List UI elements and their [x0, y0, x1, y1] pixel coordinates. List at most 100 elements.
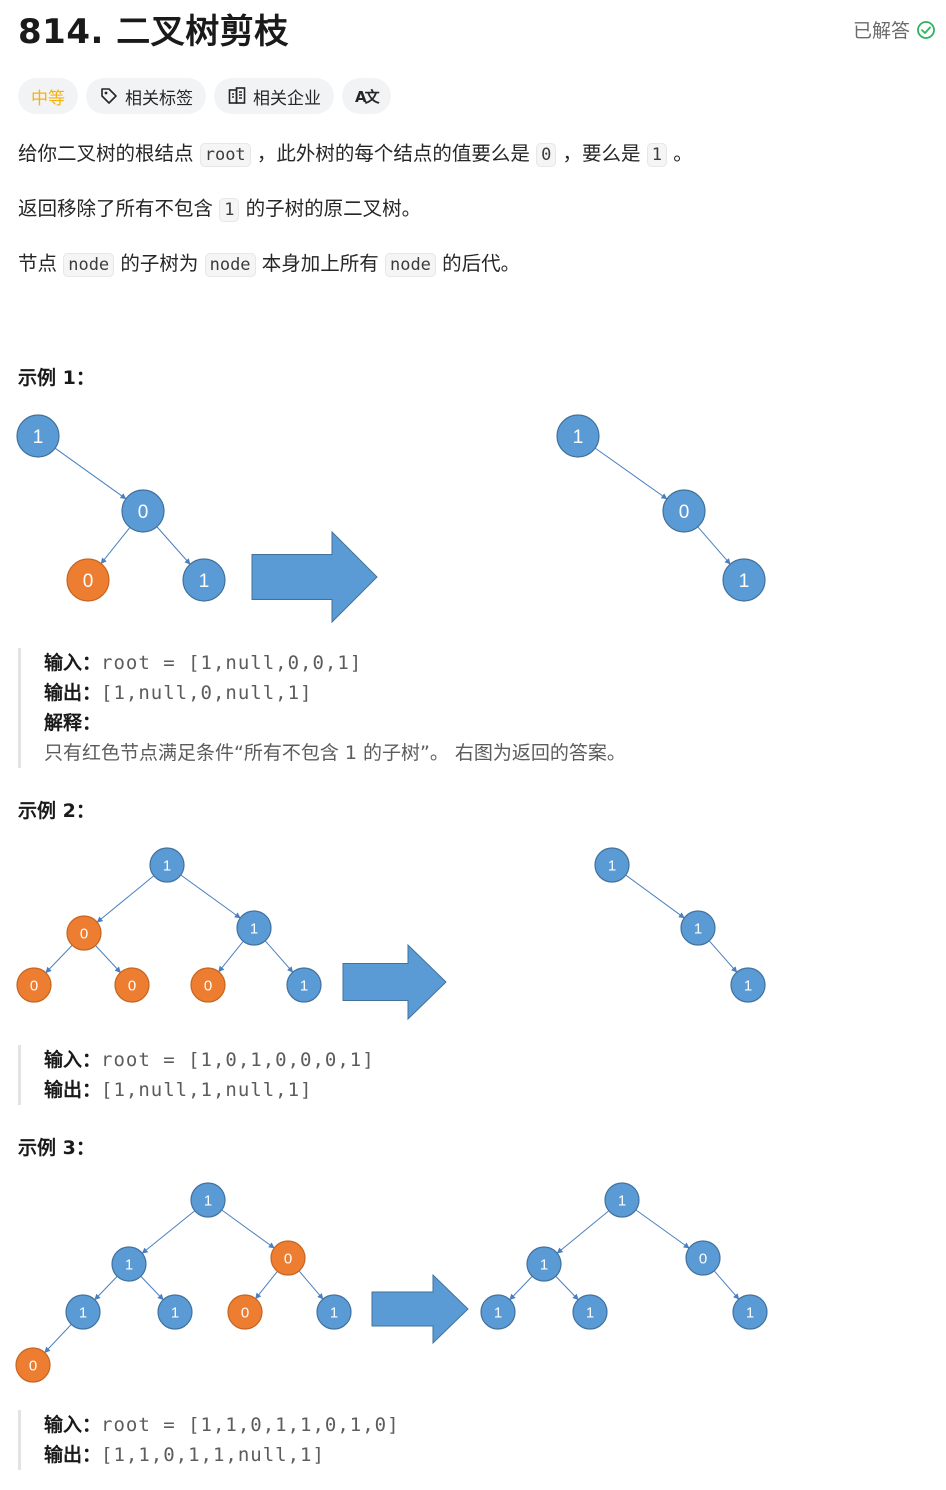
text: 的子树的原二叉树。 — [245, 197, 422, 220]
explain-text: 只有红色节点满足条件“所有不包含 1 的子树”。 右图为返回的答案。 — [44, 742, 626, 764]
tree-edge — [556, 1210, 610, 1254]
difficulty-label: 中等 — [31, 88, 65, 109]
translate-icon: A文 — [355, 87, 380, 106]
output-label: 输出： — [44, 682, 102, 704]
inline-code: node — [384, 253, 436, 277]
node-label: 0 — [83, 571, 94, 592]
node-label: 1 — [300, 977, 308, 994]
tree-edge — [95, 945, 121, 973]
example-1-heading: 示例 1： — [18, 367, 95, 389]
tree-node — [182, 558, 226, 602]
example-1-output: 输出：[1,null,0,null,1] — [44, 678, 626, 708]
tree-node — [157, 1294, 193, 1330]
example-2-input: 输入：root = [1,0,1,0,0,0,1] — [44, 1045, 375, 1075]
tree-edge — [594, 447, 668, 500]
node-label: 1 — [163, 857, 171, 874]
tree-edge — [96, 875, 155, 923]
inline-code: 1 — [219, 198, 240, 222]
check-circle-icon — [917, 20, 935, 39]
inline-code: 1 — [646, 143, 668, 167]
solved-status: 已解答 — [853, 16, 936, 43]
tree-edge — [708, 940, 738, 973]
node-label: 1 — [330, 1304, 338, 1321]
tree-node — [111, 1246, 147, 1282]
example-1-explain-text: 只有红色节点满足条件“所有不包含 1 的子树”。 右图为返回的答案。 — [44, 738, 626, 768]
output-label: 输出： — [44, 1079, 102, 1101]
tree-node — [556, 414, 600, 458]
tree-edge — [298, 1270, 324, 1300]
right-arrow-shape — [342, 943, 447, 1021]
tree-edge — [264, 940, 294, 973]
input-label: 输入： — [44, 1049, 102, 1071]
tree-node — [594, 847, 630, 883]
tree-node — [730, 967, 766, 1003]
output-value: [1,null,1,null,1] — [101, 1079, 313, 1101]
tree-edge — [44, 1324, 72, 1354]
node-label: 1 — [125, 1256, 133, 1273]
node-label: 0 — [284, 1250, 292, 1267]
input-value: root = [1,null,0,0,1] — [101, 652, 363, 674]
node-label: 1 — [586, 1304, 594, 1321]
tree-edge — [218, 940, 244, 973]
node-label: 0 — [29, 1357, 37, 1374]
tree-node — [286, 967, 322, 1003]
node-label: 1 — [494, 1304, 502, 1321]
node-label: 0 — [128, 977, 136, 994]
tag-bar: 中等 相关标签 相关企业 A文 — [18, 78, 391, 114]
inline-code: node — [63, 253, 115, 277]
tree-node — [16, 414, 60, 458]
node-label: 1 — [79, 1304, 87, 1321]
node-label: 0 — [204, 977, 212, 994]
tree-node — [732, 1294, 768, 1330]
tree-node — [662, 489, 706, 533]
tree-edge — [54, 447, 127, 500]
node-label: 1 — [746, 1304, 754, 1321]
output-value: [1,null,0,null,1] — [101, 682, 313, 704]
tree-edge — [713, 1270, 740, 1300]
solved-label: 已解答 — [852, 20, 910, 42]
tree-node — [526, 1246, 562, 1282]
example-2-output: 输出：[1,null,1,null,1] — [44, 1075, 375, 1105]
node-label: 1 — [608, 857, 616, 874]
node-label: 0 — [138, 502, 149, 523]
tree-edge — [45, 944, 73, 974]
right-arrow-shape — [251, 530, 378, 624]
example-1-block: 输入：root = [1,null,0,0,1] 输出：[1,null,0,nu… — [18, 648, 626, 768]
input-value: root = [1,1,0,1,1,0,1,0] — [101, 1414, 400, 1436]
tree-edge — [635, 1209, 690, 1249]
input-label: 输入： — [44, 1414, 102, 1436]
inline-code: node — [204, 253, 256, 277]
node-label: 1 — [694, 920, 702, 937]
tree-edge — [140, 1275, 164, 1301]
tree-node — [685, 1240, 721, 1276]
node-label: 1 — [250, 920, 258, 937]
tree-node — [236, 910, 272, 946]
tree-edge — [555, 1275, 579, 1301]
description-paragraph-2: 返回移除了所有不包含 1 的子树的原二叉树。 — [18, 194, 421, 225]
related-tags-button[interactable]: 相关标签 — [86, 78, 206, 114]
tree-edge — [94, 1275, 118, 1301]
tree-node — [316, 1294, 352, 1330]
text: 返回移除了所有不包含 — [18, 197, 214, 220]
tree-edge — [221, 1209, 275, 1249]
example-3-output: 输出：[1,1,0,1,1,null,1] — [44, 1440, 400, 1470]
translate-button[interactable]: A文 — [342, 78, 391, 114]
example-3-heading: 示例 3： — [18, 1137, 95, 1159]
text: 节点 — [18, 252, 58, 275]
tree-edge — [509, 1275, 533, 1301]
node-label: 1 — [33, 427, 44, 448]
node-label: 1 — [744, 977, 752, 994]
explain-label: 解释： — [44, 712, 102, 734]
text: 。 — [673, 142, 693, 165]
pruned-node — [270, 1240, 306, 1276]
tree-edge — [156, 526, 191, 565]
node-label: 0 — [30, 977, 38, 994]
related-companies-button[interactable]: 相关企业 — [214, 78, 334, 114]
inline-code: root — [199, 143, 251, 167]
problem-title: 814. 二叉树剪枝 — [18, 12, 289, 52]
difficulty-badge[interactable]: 中等 — [18, 78, 78, 114]
pruned-node — [15, 1347, 51, 1383]
node-label: 0 — [679, 502, 690, 523]
input-label: 输入： — [44, 652, 102, 674]
inline-code: 0 — [536, 143, 557, 167]
